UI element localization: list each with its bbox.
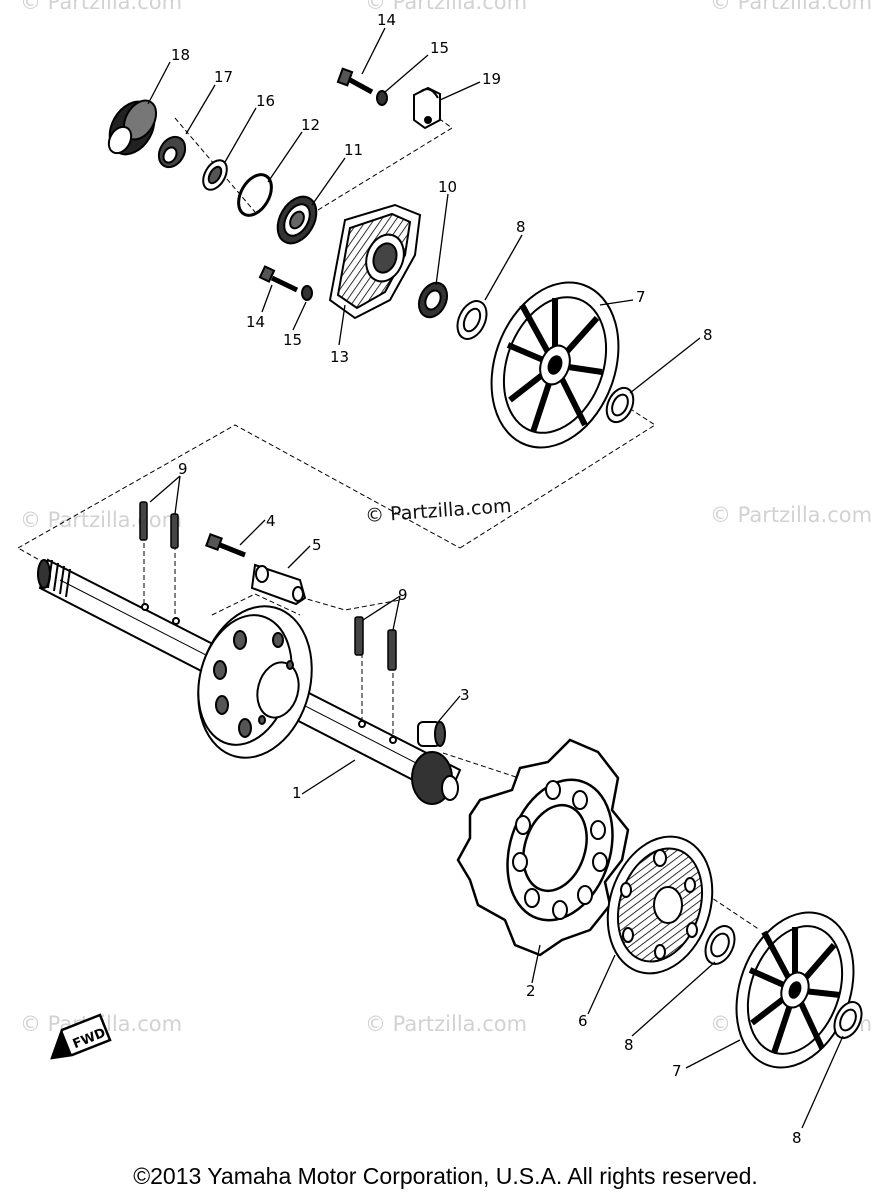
label-part-11: 11: [344, 141, 363, 159]
part-9-pins-left: [139, 501, 179, 549]
part-8-washer-upper-right: [605, 386, 635, 424]
part-8-washer-lowest: [833, 1001, 863, 1039]
watermark: © Partzilla.com: [20, 508, 183, 532]
assembly-guide-lines: [17, 111, 761, 931]
label-part-14: 14: [377, 11, 396, 29]
label-part-1: 1: [292, 784, 302, 802]
part-number-labels: 18 17 16 12 11 14 15 19 10 8 7 8 14 15 1…: [171, 11, 802, 1147]
part-17-nut: [157, 135, 187, 169]
part-18-cap: [107, 99, 158, 156]
part-15-washer-top: [376, 90, 388, 106]
part-4-bolt: [205, 533, 246, 558]
part-11-bearing: [276, 195, 318, 245]
watermark: © Partzilla.com: [20, 0, 183, 14]
watermark: © Partzilla.com: [365, 0, 528, 14]
leader-lines: [147, 27, 844, 1129]
watermark: © Partzilla.com: [710, 503, 873, 527]
label-part-14: 14: [246, 313, 265, 331]
part-12-circlip: [237, 173, 273, 217]
label-part-18: 18: [171, 46, 190, 64]
label-part-10: 10: [438, 178, 457, 196]
part-14-bolt-top: [336, 67, 374, 95]
part-13-housing: [328, 203, 422, 320]
label-part-2: 2: [526, 982, 536, 1000]
part-3-collar: [417, 721, 446, 747]
part-8-washer-upper: [456, 300, 488, 340]
label-part-5: 5: [312, 536, 322, 554]
label-part-8: 8: [703, 326, 713, 344]
part-5-bracket: [250, 563, 307, 606]
label-part-15: 15: [283, 331, 302, 349]
label-part-7: 7: [636, 288, 646, 306]
part-8-washer-lower: [704, 925, 736, 965]
part-6-flange-plate: [606, 835, 714, 975]
label-part-4: 4: [266, 512, 276, 530]
copyright-notice: ©2013 Yamaha Motor Corporation, U.S.A. A…: [133, 1163, 758, 1189]
label-part-8: 8: [516, 218, 526, 236]
part-10-seal: [417, 281, 449, 319]
label-part-12: 12: [301, 116, 320, 134]
part-15-washer-left: [301, 285, 313, 301]
label-part-17: 17: [214, 68, 233, 86]
label-part-13: 13: [330, 348, 349, 366]
label-part-3: 3: [460, 686, 470, 704]
label-part-19: 19: [482, 70, 501, 88]
part-16-washer: [202, 159, 228, 191]
part-14-bolt-left: [258, 265, 299, 293]
watermark: © Partzilla.com: [710, 0, 873, 14]
label-part-6: 6: [578, 1012, 588, 1030]
fwd-direction-marker: FWD: [50, 1013, 112, 1060]
part-9-pins-right: [354, 616, 397, 671]
part-7-idler-wheel-upper: [490, 281, 620, 449]
label-part-8: 8: [624, 1036, 634, 1054]
shaft-flange-disc: [197, 605, 313, 759]
part-2-drive-sprocket: [456, 738, 630, 957]
part-19-bracket: [413, 86, 441, 130]
label-part-9: 9: [398, 586, 408, 604]
label-part-9: 9: [178, 460, 188, 478]
label-part-16: 16: [256, 92, 275, 110]
label-part-8: 8: [792, 1129, 802, 1147]
part-7-idler-wheel-lower: [735, 911, 855, 1069]
label-part-15: 15: [430, 39, 449, 57]
label-part-7: 7: [672, 1062, 682, 1080]
watermark: © Partzilla.com: [365, 1012, 528, 1036]
